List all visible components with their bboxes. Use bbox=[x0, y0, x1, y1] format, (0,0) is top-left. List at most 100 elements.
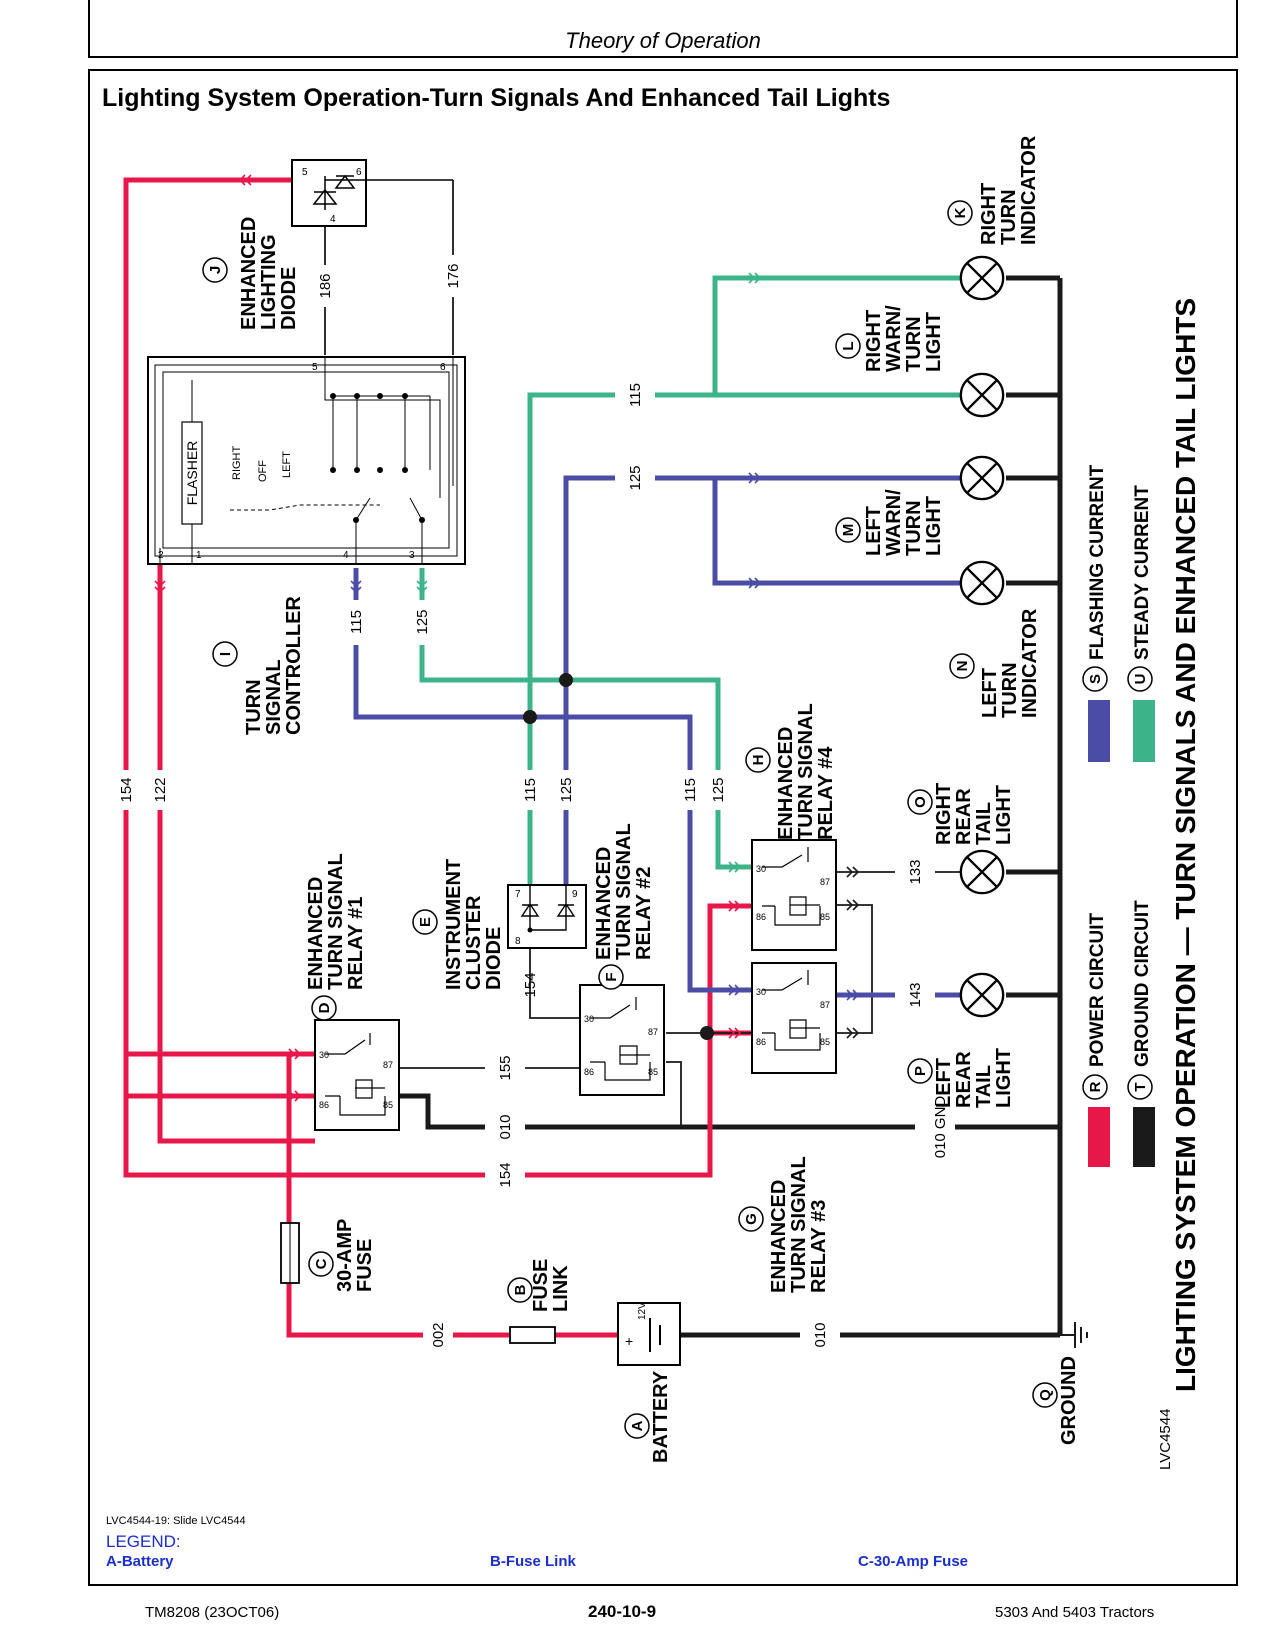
marker-o: O bbox=[912, 796, 929, 808]
legend-item-b: B-Fuse Link bbox=[490, 1553, 576, 1570]
marker-j: J bbox=[207, 266, 224, 274]
wire-115-relay: 115 bbox=[682, 778, 699, 802]
label-left-warn-2: WARN/ bbox=[883, 489, 905, 556]
lamps bbox=[959, 255, 1005, 1018]
wire-125-relay: 125 bbox=[710, 777, 727, 802]
left-warn-turn-lamp bbox=[959, 455, 1005, 501]
junction-dots bbox=[523, 673, 714, 1040]
label-relay3-3: RELAY #3 bbox=[808, 1200, 830, 1293]
marker-r: R bbox=[1087, 1081, 1104, 1092]
svg-text:30: 30 bbox=[756, 864, 766, 874]
wire-125-diode: 125 bbox=[558, 777, 575, 802]
label-relay2-3: RELAY #2 bbox=[633, 867, 655, 960]
power-wires bbox=[123, 177, 752, 1338]
marker-l: L bbox=[840, 341, 857, 350]
relay-h-symbol: 30 87 86 85 bbox=[751, 839, 837, 951]
label-cluster-diode-3: DIODE bbox=[483, 927, 505, 990]
wire-010: 010 bbox=[497, 1114, 514, 1139]
label-right-indicator-2: TURN bbox=[998, 189, 1020, 245]
label-left-warn-1: LEFT bbox=[863, 506, 885, 556]
wire-154-left: 154 bbox=[118, 777, 135, 802]
switch-right-label: RIGHT bbox=[231, 446, 243, 481]
marker-m: M bbox=[840, 524, 857, 537]
ground-circuit-label: GROUND CIRCUIT bbox=[1132, 900, 1153, 1067]
svg-text:86: 86 bbox=[756, 1037, 766, 1047]
label-lighting-diode-2: LIGHTING bbox=[258, 234, 280, 330]
footer-doc-id: TM8208 (23OCT06) bbox=[145, 1604, 280, 1621]
svg-text:87: 87 bbox=[820, 1000, 830, 1010]
svg-text:87: 87 bbox=[820, 877, 830, 887]
side-title: LIGHTING SYSTEM OPERATION — TURN SIGNALS… bbox=[1170, 298, 1201, 1392]
svg-text:85: 85 bbox=[820, 1037, 830, 1047]
svg-text:85: 85 bbox=[383, 1100, 393, 1110]
wire-154-bottom: 154 bbox=[497, 1162, 514, 1187]
svg-text:85: 85 bbox=[820, 912, 830, 922]
legend-title: LEGEND: bbox=[106, 1532, 181, 1551]
svg-text:6: 6 bbox=[356, 167, 362, 178]
label-right-tail-4: LIGHT bbox=[993, 785, 1015, 845]
svg-text:5: 5 bbox=[312, 362, 318, 373]
left-turn-indicator-lamp bbox=[959, 560, 1005, 606]
marker-b: B bbox=[512, 1284, 529, 1295]
header-box: Theory of Operation bbox=[88, 0, 1238, 58]
marker-k: K bbox=[952, 207, 969, 218]
label-left-indicator-2: TURN bbox=[999, 662, 1021, 718]
battery-symbol: + 12V bbox=[617, 1302, 681, 1366]
svg-text:3: 3 bbox=[409, 550, 415, 561]
label-lighting-diode-3: DIODE bbox=[278, 267, 300, 330]
label-relay1-3: RELAY #1 bbox=[345, 897, 367, 990]
marker-t: T bbox=[1132, 1082, 1149, 1091]
label-left-warn-4: LIGHT bbox=[923, 496, 945, 556]
wire-143: 143 bbox=[907, 982, 924, 1007]
footer-product: 5303 And 5403 Tractors bbox=[995, 1604, 1155, 1621]
label-relay2-1: ENHANCED bbox=[593, 847, 615, 960]
power-circuit-label: POWER CIRCUIT bbox=[1087, 913, 1108, 1068]
wire-002: 002 bbox=[430, 1322, 447, 1347]
wire-125-controller: 125 bbox=[414, 609, 431, 634]
label-relay2-2: TURN SIGNAL bbox=[613, 823, 635, 960]
label-left-tail-3: TAIL bbox=[973, 1065, 995, 1108]
marker-e: E bbox=[417, 917, 434, 927]
label-right-tail-1: RIGHT bbox=[933, 783, 955, 845]
flashing-current-label: FLASHING CURRENT bbox=[1087, 464, 1108, 660]
color-key: POWER CIRCUIT GROUND CIRCUIT FLASHING CU… bbox=[1087, 464, 1155, 1167]
label-30amp-2: FUSE bbox=[354, 1239, 376, 1292]
svg-text:86: 86 bbox=[756, 912, 766, 922]
page-title: Lighting System Operation-Turn Signals A… bbox=[102, 84, 891, 112]
left-rear-tail-lamp bbox=[959, 972, 1005, 1018]
label-controller-2: SIGNAL bbox=[263, 659, 285, 735]
battery-voltage-label: 12V bbox=[637, 1302, 648, 1320]
wire-115-controller: 115 bbox=[348, 610, 365, 634]
right-warn-turn-lamp bbox=[959, 372, 1005, 418]
label-right-warn-3: TURN bbox=[903, 316, 925, 372]
svg-text:+: + bbox=[625, 1333, 633, 1349]
marker-g: G bbox=[743, 1213, 760, 1225]
component-markers bbox=[202, 200, 1153, 1439]
svg-text:6: 6 bbox=[440, 362, 446, 373]
label-lighting-diode-1: ENHANCED bbox=[238, 217, 260, 330]
wire-122: 122 bbox=[152, 777, 169, 802]
label-right-warn-4: LIGHT bbox=[923, 312, 945, 372]
label-right-tail-3: TAIL bbox=[973, 802, 995, 845]
wire-label-gaps bbox=[116, 255, 955, 1345]
marker-h: H bbox=[750, 755, 767, 766]
label-left-warn-3: TURN bbox=[903, 500, 925, 556]
component-labels: BATTERY FUSE LINK 30-AMP FUSE ENHANCED T… bbox=[238, 135, 1080, 1463]
wire-125-top: 125 bbox=[627, 465, 644, 490]
svg-text:30: 30 bbox=[584, 1014, 594, 1024]
label-relay3-1: ENHANCED bbox=[768, 1180, 790, 1293]
svg-text:30: 30 bbox=[756, 987, 766, 997]
svg-text:30: 30 bbox=[319, 1050, 329, 1060]
fuse-30a-symbol bbox=[280, 1222, 300, 1284]
svg-text:87: 87 bbox=[648, 1027, 658, 1037]
label-right-warn-1: RIGHT bbox=[863, 310, 885, 372]
wire-numbers: 154 122 186 176 115 125 115 125 115 125 … bbox=[118, 263, 949, 1347]
relay-g-symbol: 30 87 86 85 bbox=[751, 962, 837, 1074]
footer-page-number: 240-10-9 bbox=[588, 1602, 657, 1621]
svg-text:8: 8 bbox=[515, 936, 521, 947]
label-left-indicator-1: LEFT bbox=[979, 668, 1001, 718]
svg-text:5: 5 bbox=[302, 167, 308, 178]
